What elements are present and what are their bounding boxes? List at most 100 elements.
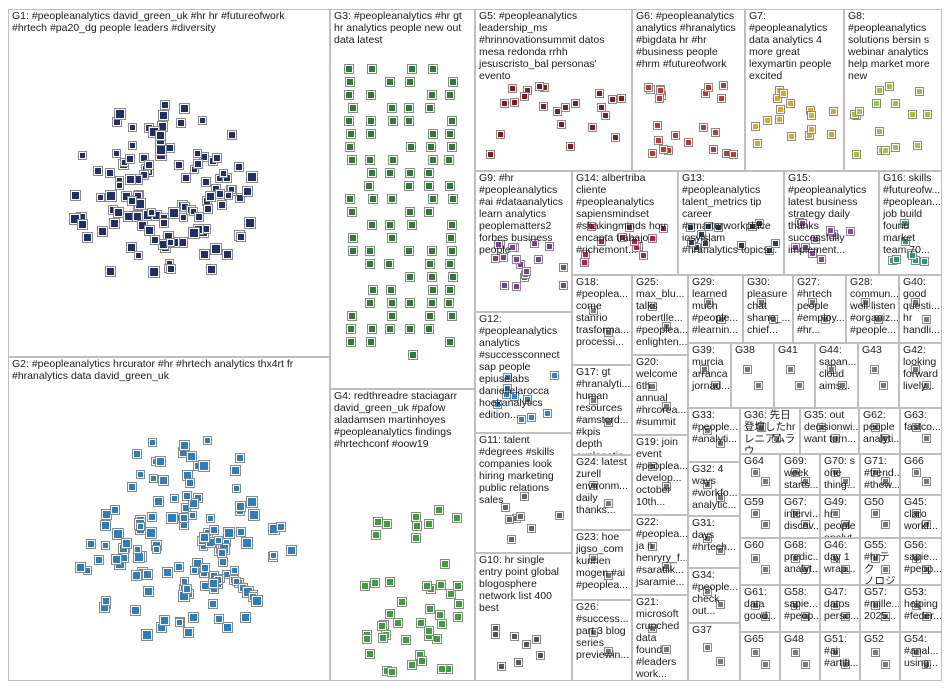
node-g2-10[interactable] — [84, 567, 91, 574]
node-g1-54[interactable] — [223, 250, 232, 259]
group-g50[interactable]: G50 — [860, 495, 900, 538]
node-g42-1[interactable] — [923, 382, 930, 389]
node-g9-8[interactable] — [560, 282, 567, 289]
node-g2-126[interactable] — [218, 549, 226, 557]
node-g37-1[interactable] — [717, 658, 724, 665]
group-g60[interactable]: G60 — [740, 538, 780, 585]
node-g45-1[interactable] — [923, 521, 930, 528]
node-g1-9[interactable] — [178, 238, 187, 247]
node-g3-57[interactable] — [349, 247, 357, 255]
node-g48-0[interactable] — [792, 649, 799, 656]
node-g40-0[interactable] — [912, 299, 919, 306]
node-g3-83[interactable] — [368, 325, 376, 333]
node-g3-81[interactable] — [448, 312, 456, 320]
node-g3-68[interactable] — [449, 273, 457, 281]
node-g3-49[interactable] — [425, 208, 433, 216]
node-g5-13[interactable] — [609, 96, 616, 103]
node-g2-90[interactable] — [144, 587, 153, 596]
node-g7-1[interactable] — [764, 117, 771, 124]
node-g58-0[interactable] — [792, 602, 799, 609]
node-g12-5[interactable] — [518, 416, 525, 423]
node-g2-125[interactable] — [176, 619, 183, 626]
group-g26[interactable]: G26: #success... part 3 blog series prev… — [572, 600, 632, 681]
node-g4-3[interactable] — [438, 620, 446, 628]
node-g5-19[interactable] — [554, 108, 561, 115]
node-g1-15[interactable] — [200, 153, 208, 161]
node-g2-119[interactable] — [180, 514, 188, 522]
group-g51[interactable]: G51: #ai #artifi... — [820, 632, 860, 681]
node-g3-34[interactable] — [368, 169, 376, 177]
node-g1-100[interactable] — [194, 160, 202, 168]
node-g3-69[interactable] — [369, 286, 377, 294]
node-g2-116[interactable] — [215, 537, 222, 544]
node-g1-97[interactable] — [189, 228, 199, 238]
node-g53-0[interactable] — [913, 602, 920, 609]
node-g3-31[interactable] — [389, 156, 397, 164]
node-g8-11[interactable] — [856, 108, 863, 115]
node-g7-0[interactable] — [752, 123, 759, 130]
group-g58[interactable]: G58: sapie... #peop... — [780, 585, 820, 632]
node-g1-24[interactable] — [149, 267, 159, 277]
node-g4-10[interactable] — [437, 581, 445, 589]
node-g2-110[interactable] — [252, 596, 262, 606]
node-g10-3[interactable] — [533, 636, 540, 643]
node-g3-46[interactable] — [449, 195, 457, 203]
node-g2-127[interactable] — [237, 528, 245, 536]
node-g52-1[interactable] — [882, 661, 889, 668]
node-g1-98[interactable] — [161, 101, 169, 109]
node-g1-79[interactable] — [167, 239, 174, 246]
node-g51-0[interactable] — [832, 649, 839, 656]
node-g61-1[interactable] — [762, 613, 769, 620]
node-g3-41[interactable] — [446, 182, 454, 190]
node-g5-16[interactable] — [536, 83, 543, 90]
node-g4-42[interactable] — [426, 605, 434, 613]
node-g6-15[interactable] — [712, 129, 719, 136]
node-g31-0[interactable] — [704, 535, 711, 542]
group-g13[interactable]: G13: #peopleanalytics talent_metrics tip… — [678, 171, 784, 275]
node-g4-26[interactable] — [423, 582, 431, 590]
node-g3-30[interactable] — [366, 156, 374, 164]
node-g2-0[interactable] — [219, 558, 227, 566]
node-g2-73[interactable] — [149, 439, 156, 446]
node-g4-34[interactable] — [441, 560, 449, 568]
node-g44-0[interactable] — [828, 366, 835, 373]
node-g68-0[interactable] — [792, 555, 799, 562]
group-g56[interactable]: G56: sapie... #peop... — [900, 538, 942, 585]
node-g1-112[interactable] — [169, 208, 179, 218]
node-g21-1[interactable] — [663, 646, 670, 653]
group-g20[interactable]: G20: welcome 6th annual #hrcorea... #sum… — [632, 355, 688, 435]
node-g46-1[interactable] — [842, 566, 849, 573]
group-g34[interactable]: G34: #people... check out... — [688, 568, 740, 623]
node-g1-85[interactable] — [235, 163, 243, 171]
node-g17-1[interactable] — [605, 419, 612, 426]
node-g20-1[interactable] — [663, 403, 670, 410]
node-g5-2[interactable] — [618, 95, 625, 102]
node-g2-69[interactable] — [199, 461, 209, 471]
group-g21[interactable]: G21: microsoft crunched data found #lead… — [632, 595, 688, 681]
node-g1-57[interactable] — [110, 219, 119, 228]
node-g1-70[interactable] — [167, 265, 175, 273]
node-g3-58[interactable] — [366, 247, 374, 255]
group-g68[interactable]: G68: predic... analyt... — [780, 538, 820, 585]
node-g3-85[interactable] — [406, 325, 414, 333]
node-g1-117[interactable] — [220, 170, 227, 177]
node-g4-35[interactable] — [425, 627, 433, 635]
node-g3-66[interactable] — [406, 273, 414, 281]
node-g1-92[interactable] — [223, 174, 231, 182]
node-g4-14[interactable] — [374, 518, 382, 526]
node-g63-1[interactable] — [923, 435, 930, 442]
node-g3-42[interactable] — [346, 195, 354, 203]
node-g63-0[interactable] — [913, 424, 920, 431]
node-g3-2[interactable] — [408, 65, 416, 73]
node-g3-15[interactable] — [426, 104, 434, 112]
node-g44-1[interactable] — [839, 382, 846, 389]
node-g3-33[interactable] — [445, 156, 453, 164]
group-g41[interactable]: G41 — [774, 343, 815, 408]
node-g3-47[interactable] — [348, 208, 356, 216]
node-g39-1[interactable] — [712, 382, 719, 389]
node-g3-27[interactable] — [427, 143, 435, 151]
group-g40[interactable]: G40: good questi... hr handli... — [899, 275, 942, 343]
node-g70-0[interactable] — [832, 469, 839, 476]
node-g3-9[interactable] — [367, 91, 375, 99]
node-g3-60[interactable] — [428, 247, 436, 255]
